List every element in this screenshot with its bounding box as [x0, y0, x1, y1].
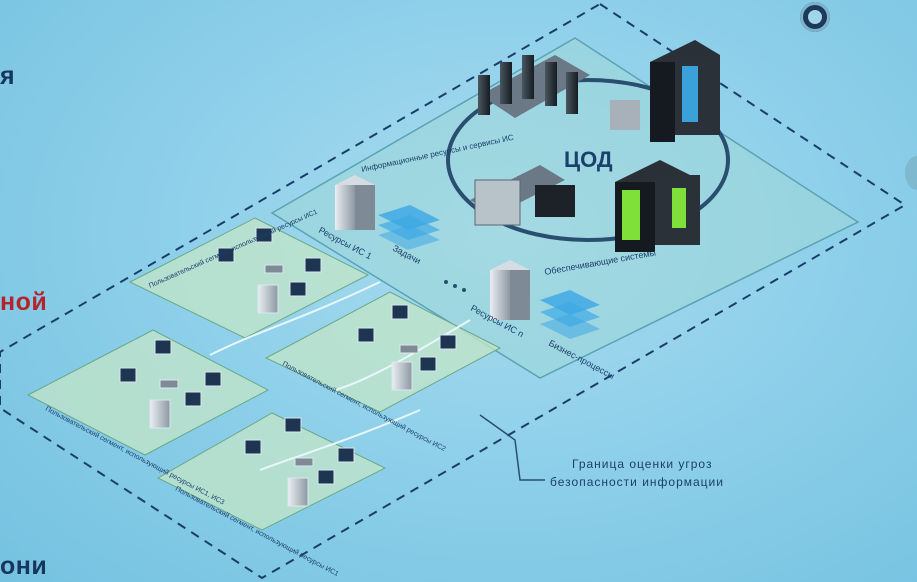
connection-line: [259, 409, 421, 471]
server-cabinet-blue: [610, 40, 720, 142]
tasks-stack-icon: [378, 205, 440, 250]
user-segment-3: [264, 291, 502, 413]
slide-title-fragment-2: ной: [0, 288, 48, 316]
slide-nav-indicator[interactable]: [800, 2, 830, 32]
slide-title-fragment-1: я: [0, 62, 16, 90]
connection-line: [209, 281, 381, 356]
slide-title-fragment-3: они: [0, 552, 48, 580]
user-segment-2: [26, 329, 270, 456]
business-process-stack-icon: [540, 290, 600, 339]
ellipsis-dots: [444, 280, 466, 292]
workstation-cluster-4: [244, 417, 355, 507]
user-segment-1: [128, 217, 370, 339]
workstation-cluster-2: [119, 339, 222, 429]
server-cabinet-green: [615, 160, 700, 252]
dc-ring: [446, 78, 730, 242]
boundary-label-line2: безопасности информации: [550, 475, 724, 489]
server-racks-open: [470, 165, 575, 226]
boundary-callout-line: [479, 414, 545, 481]
workstation-cluster-1: [217, 227, 322, 314]
server-is-n: [490, 260, 530, 320]
dc-label: ЦОД: [564, 147, 613, 172]
slide-edge-indicator: [905, 156, 917, 190]
server-is-1: [335, 175, 375, 230]
boundary-label-line1: Граница оценки угроз: [572, 457, 712, 471]
workstation-cluster-3: [357, 304, 457, 391]
server-rack-group-top: [478, 55, 590, 118]
